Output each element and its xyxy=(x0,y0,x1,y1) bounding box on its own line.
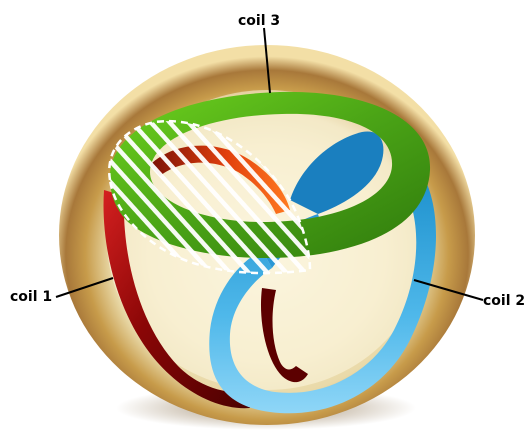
coil-3-label: coil 3 xyxy=(238,13,280,29)
coil-2-label: coil 2 xyxy=(483,293,525,309)
coil-1-label: coil 1 xyxy=(10,289,52,305)
